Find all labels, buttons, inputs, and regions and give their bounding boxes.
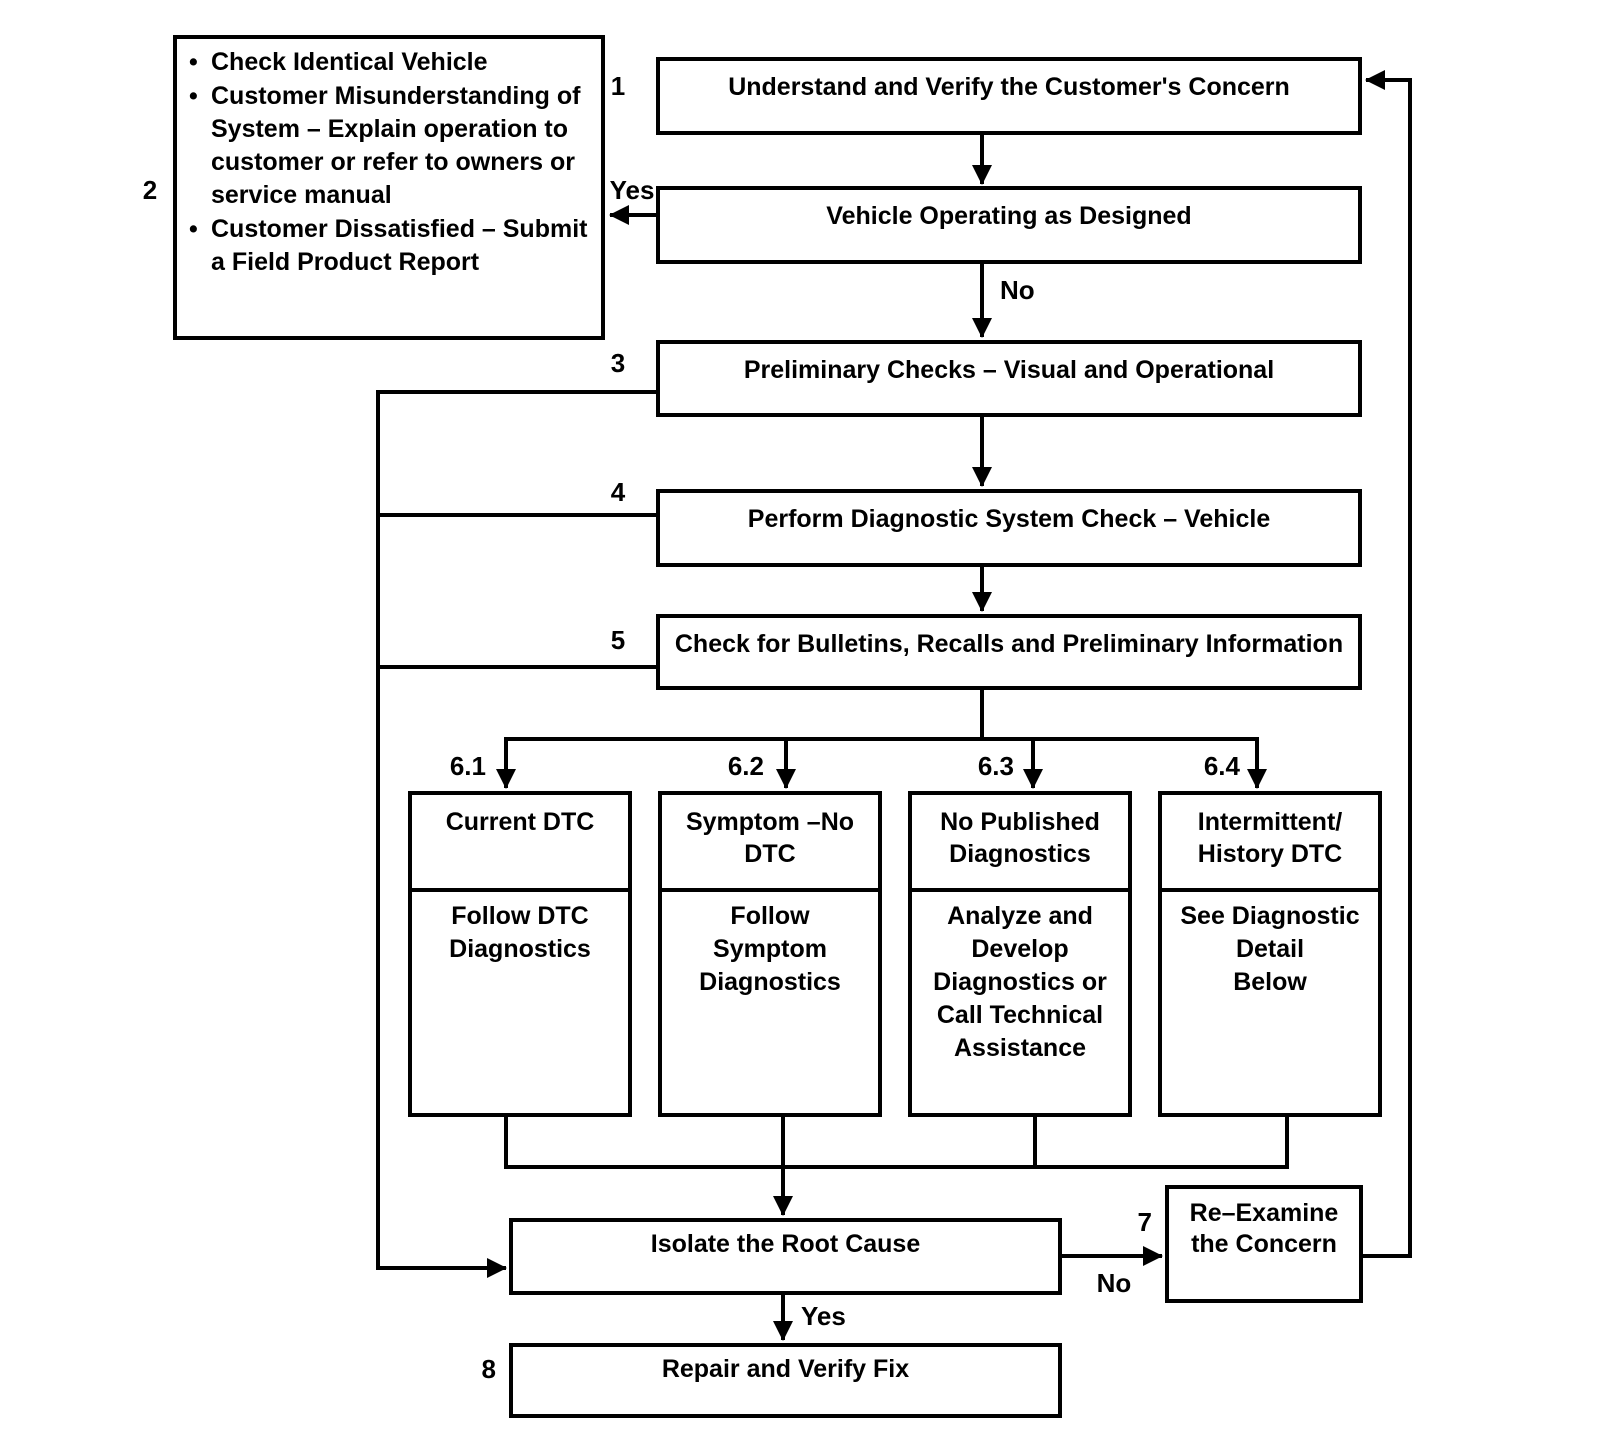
edge-label-yes-bottom: Yes: [801, 1301, 846, 1331]
bullet-text: Customer Dissatisfied – Submit a Field P…: [211, 215, 588, 276]
step-number-6-3: 6.3: [977, 751, 1014, 781]
bullet-item: • Customer Dissatisfied – Submit a Field…: [189, 213, 597, 279]
edge-label-yes-top: Yes: [609, 175, 655, 205]
bullet-text: Customer Misunderstanding of System – Ex…: [211, 82, 581, 209]
step-number-5: 5: [610, 625, 626, 655]
box-reexamine-concern: Re–Examine the Concern: [1165, 1185, 1363, 1303]
box-vehicle-operating-decision: Vehicle Operating as Designed: [656, 186, 1362, 264]
branch-header: No Published Diagnostics: [912, 795, 1128, 892]
box-symptom-no-dtc: Symptom –No DTC Follow Symptom Diagnosti…: [658, 791, 882, 1117]
branch-header: Intermittent/ History DTC: [1162, 795, 1378, 892]
box-check-bulletins: Check for Bulletins, Recalls and Prelimi…: [656, 614, 1362, 690]
box-no-published-diagnostics: No Published Diagnostics Analyze and Dev…: [908, 791, 1132, 1117]
box-diagnostic-system-check: Perform Diagnostic System Check – Vehicl…: [656, 489, 1362, 567]
box-repair-verify-fix: Repair and Verify Fix: [509, 1343, 1062, 1418]
box-intermittent-history-dtc: Intermittent/ History DTC See Diagnostic…: [1158, 791, 1382, 1117]
step-number-1: 1: [610, 71, 626, 101]
box-preliminary-checks: Preliminary Checks – Visual and Operatio…: [656, 340, 1362, 417]
left-rail: [376, 390, 656, 1278]
step-number-3: 3: [610, 348, 626, 378]
step-number-7: 7: [1137, 1207, 1152, 1237]
bullet-icon: •: [189, 48, 198, 76]
branch-body: Follow Symptom Diagnostics: [699, 902, 841, 996]
edge-label-no-top: No: [1000, 275, 1035, 305]
step-number-6-1: 6.1: [449, 751, 486, 781]
edge-label-no-right: No: [1096, 1268, 1132, 1298]
bullet-icon: •: [189, 215, 198, 243]
bullet-item: • Customer Misunderstanding of System – …: [189, 80, 597, 212]
branch-header: Current DTC: [412, 795, 628, 892]
step-number-6-2: 6.2: [727, 751, 764, 781]
bullet-icon: •: [189, 82, 198, 110]
box-current-dtc: Current DTC Follow DTC Diagnostics: [408, 791, 632, 1117]
bullet-item: • Check Identical Vehicle: [189, 46, 597, 79]
step-number-4: 4: [610, 477, 626, 507]
branch-body: Analyze and Develop Diagnostics or Call …: [933, 902, 1107, 1062]
branch-body: Follow DTC Diagnostics: [449, 902, 591, 963]
box-customer-notes: • Check Identical Vehicle • Customer Mis…: [173, 35, 605, 340]
step-number-8: 8: [481, 1354, 496, 1384]
step-number-6-4: 6.4: [1203, 751, 1240, 781]
box-understand-concern: Understand and Verify the Customer's Con…: [656, 57, 1362, 135]
feedback-line: [1363, 70, 1412, 1258]
step-number-2: 2: [142, 175, 158, 205]
box-isolate-root-cause: Isolate the Root Cause: [509, 1218, 1062, 1295]
bullet-text: Check Identical Vehicle: [211, 48, 488, 76]
branch-header: Symptom –No DTC: [662, 795, 878, 892]
branch-body: See Diagnostic Detail Below: [1180, 902, 1360, 996]
